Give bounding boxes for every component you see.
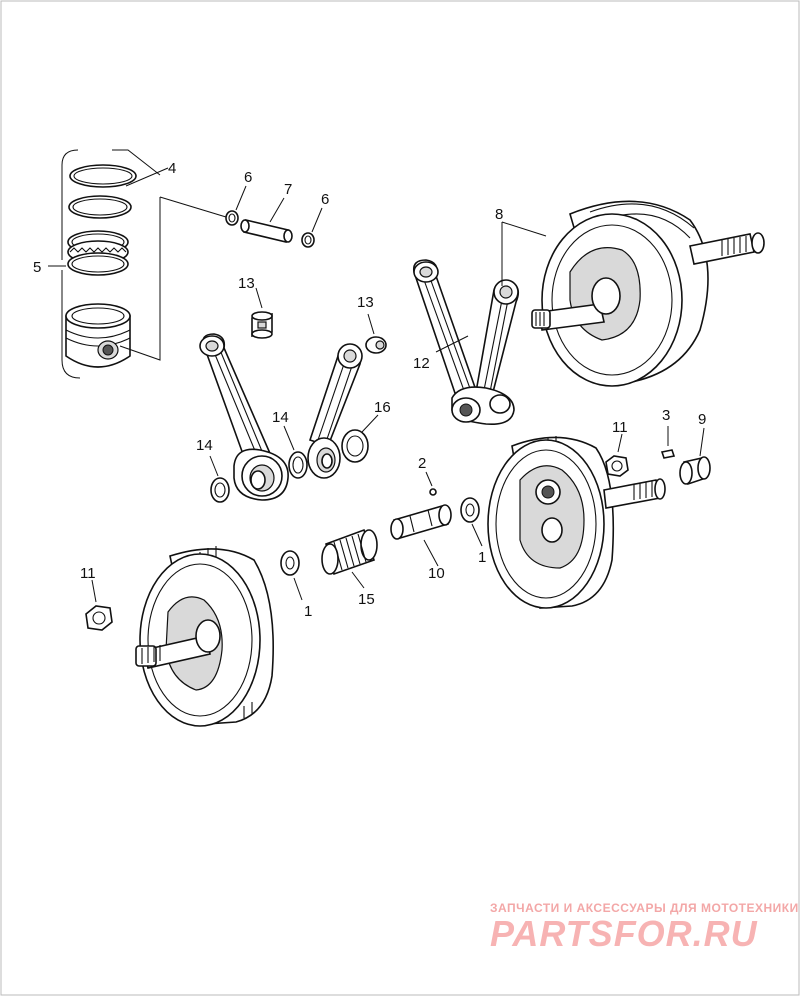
leader-piston-pin <box>119 197 161 361</box>
callout-4: 4 <box>168 160 176 177</box>
thrust-washer-left-lower <box>280 550 300 576</box>
callout-1-left: 1 <box>304 603 312 620</box>
connecting-rod-assembly <box>412 259 520 426</box>
callout-14-left: 14 <box>196 437 213 454</box>
leader-12 <box>435 335 469 353</box>
small-end-bushing-left <box>251 311 273 339</box>
callout-2: 2 <box>418 455 426 472</box>
crankpin <box>390 504 452 540</box>
retaining-ring-left <box>225 210 239 226</box>
flywheel-assembly <box>531 200 765 387</box>
left-flywheel <box>135 546 274 727</box>
piston-pin <box>240 219 293 243</box>
callout-9: 9 <box>698 411 706 428</box>
woodruff-key <box>660 449 676 459</box>
callout-15: 15 <box>358 591 375 608</box>
piston-ring-1 <box>69 164 137 188</box>
right-flywheel <box>487 436 666 609</box>
crankpin-bearing <box>321 528 378 576</box>
callout-5: 5 <box>33 259 41 276</box>
flywheel-nut-right <box>605 455 629 477</box>
callout-7: 7 <box>284 181 292 198</box>
small-end-bushing-right <box>365 336 387 354</box>
callout-3: 3 <box>662 407 670 424</box>
callout-6-right: 6 <box>321 191 329 208</box>
thrust-washer-left <box>210 477 230 503</box>
callout-11-right: 11 <box>612 419 628 436</box>
oil-hole-plug <box>429 488 437 496</box>
callout-6-left: 6 <box>244 169 252 186</box>
rear-connecting-rod <box>307 343 363 479</box>
callout-13-left: 13 <box>238 275 255 292</box>
watermark-tagline: ЗАПЧАСТИ И АКСЕССУАРЫ ДЛЯ МОТОТЕХНИКИ <box>490 901 799 915</box>
callout-10: 10 <box>428 565 445 582</box>
leader-8 <box>501 221 547 286</box>
flywheel-nut-left <box>85 605 113 631</box>
thrust-washer-right <box>460 497 480 523</box>
callout-8: 8 <box>495 206 503 223</box>
piston <box>65 303 131 368</box>
watermark-logo: PARTSFOR.RU <box>490 913 758 954</box>
callout-16: 16 <box>374 399 391 416</box>
callout-11-left: 11 <box>80 565 96 582</box>
oil-control-ring <box>67 230 129 276</box>
callout-14-middle: 14 <box>272 409 289 426</box>
retaining-ring-right <box>301 232 315 248</box>
leader-4 <box>125 167 169 187</box>
pinion-bearing <box>679 456 711 486</box>
piston-ring-2 <box>68 195 132 219</box>
callout-1-right: 1 <box>478 549 486 566</box>
front-connecting-rod <box>199 333 289 501</box>
spacer-16 <box>341 429 369 463</box>
callout-13-right: 13 <box>357 294 374 311</box>
callout-12: 12 <box>413 355 430 372</box>
piston-bracket <box>61 149 161 379</box>
thrust-washer-middle <box>288 451 308 479</box>
